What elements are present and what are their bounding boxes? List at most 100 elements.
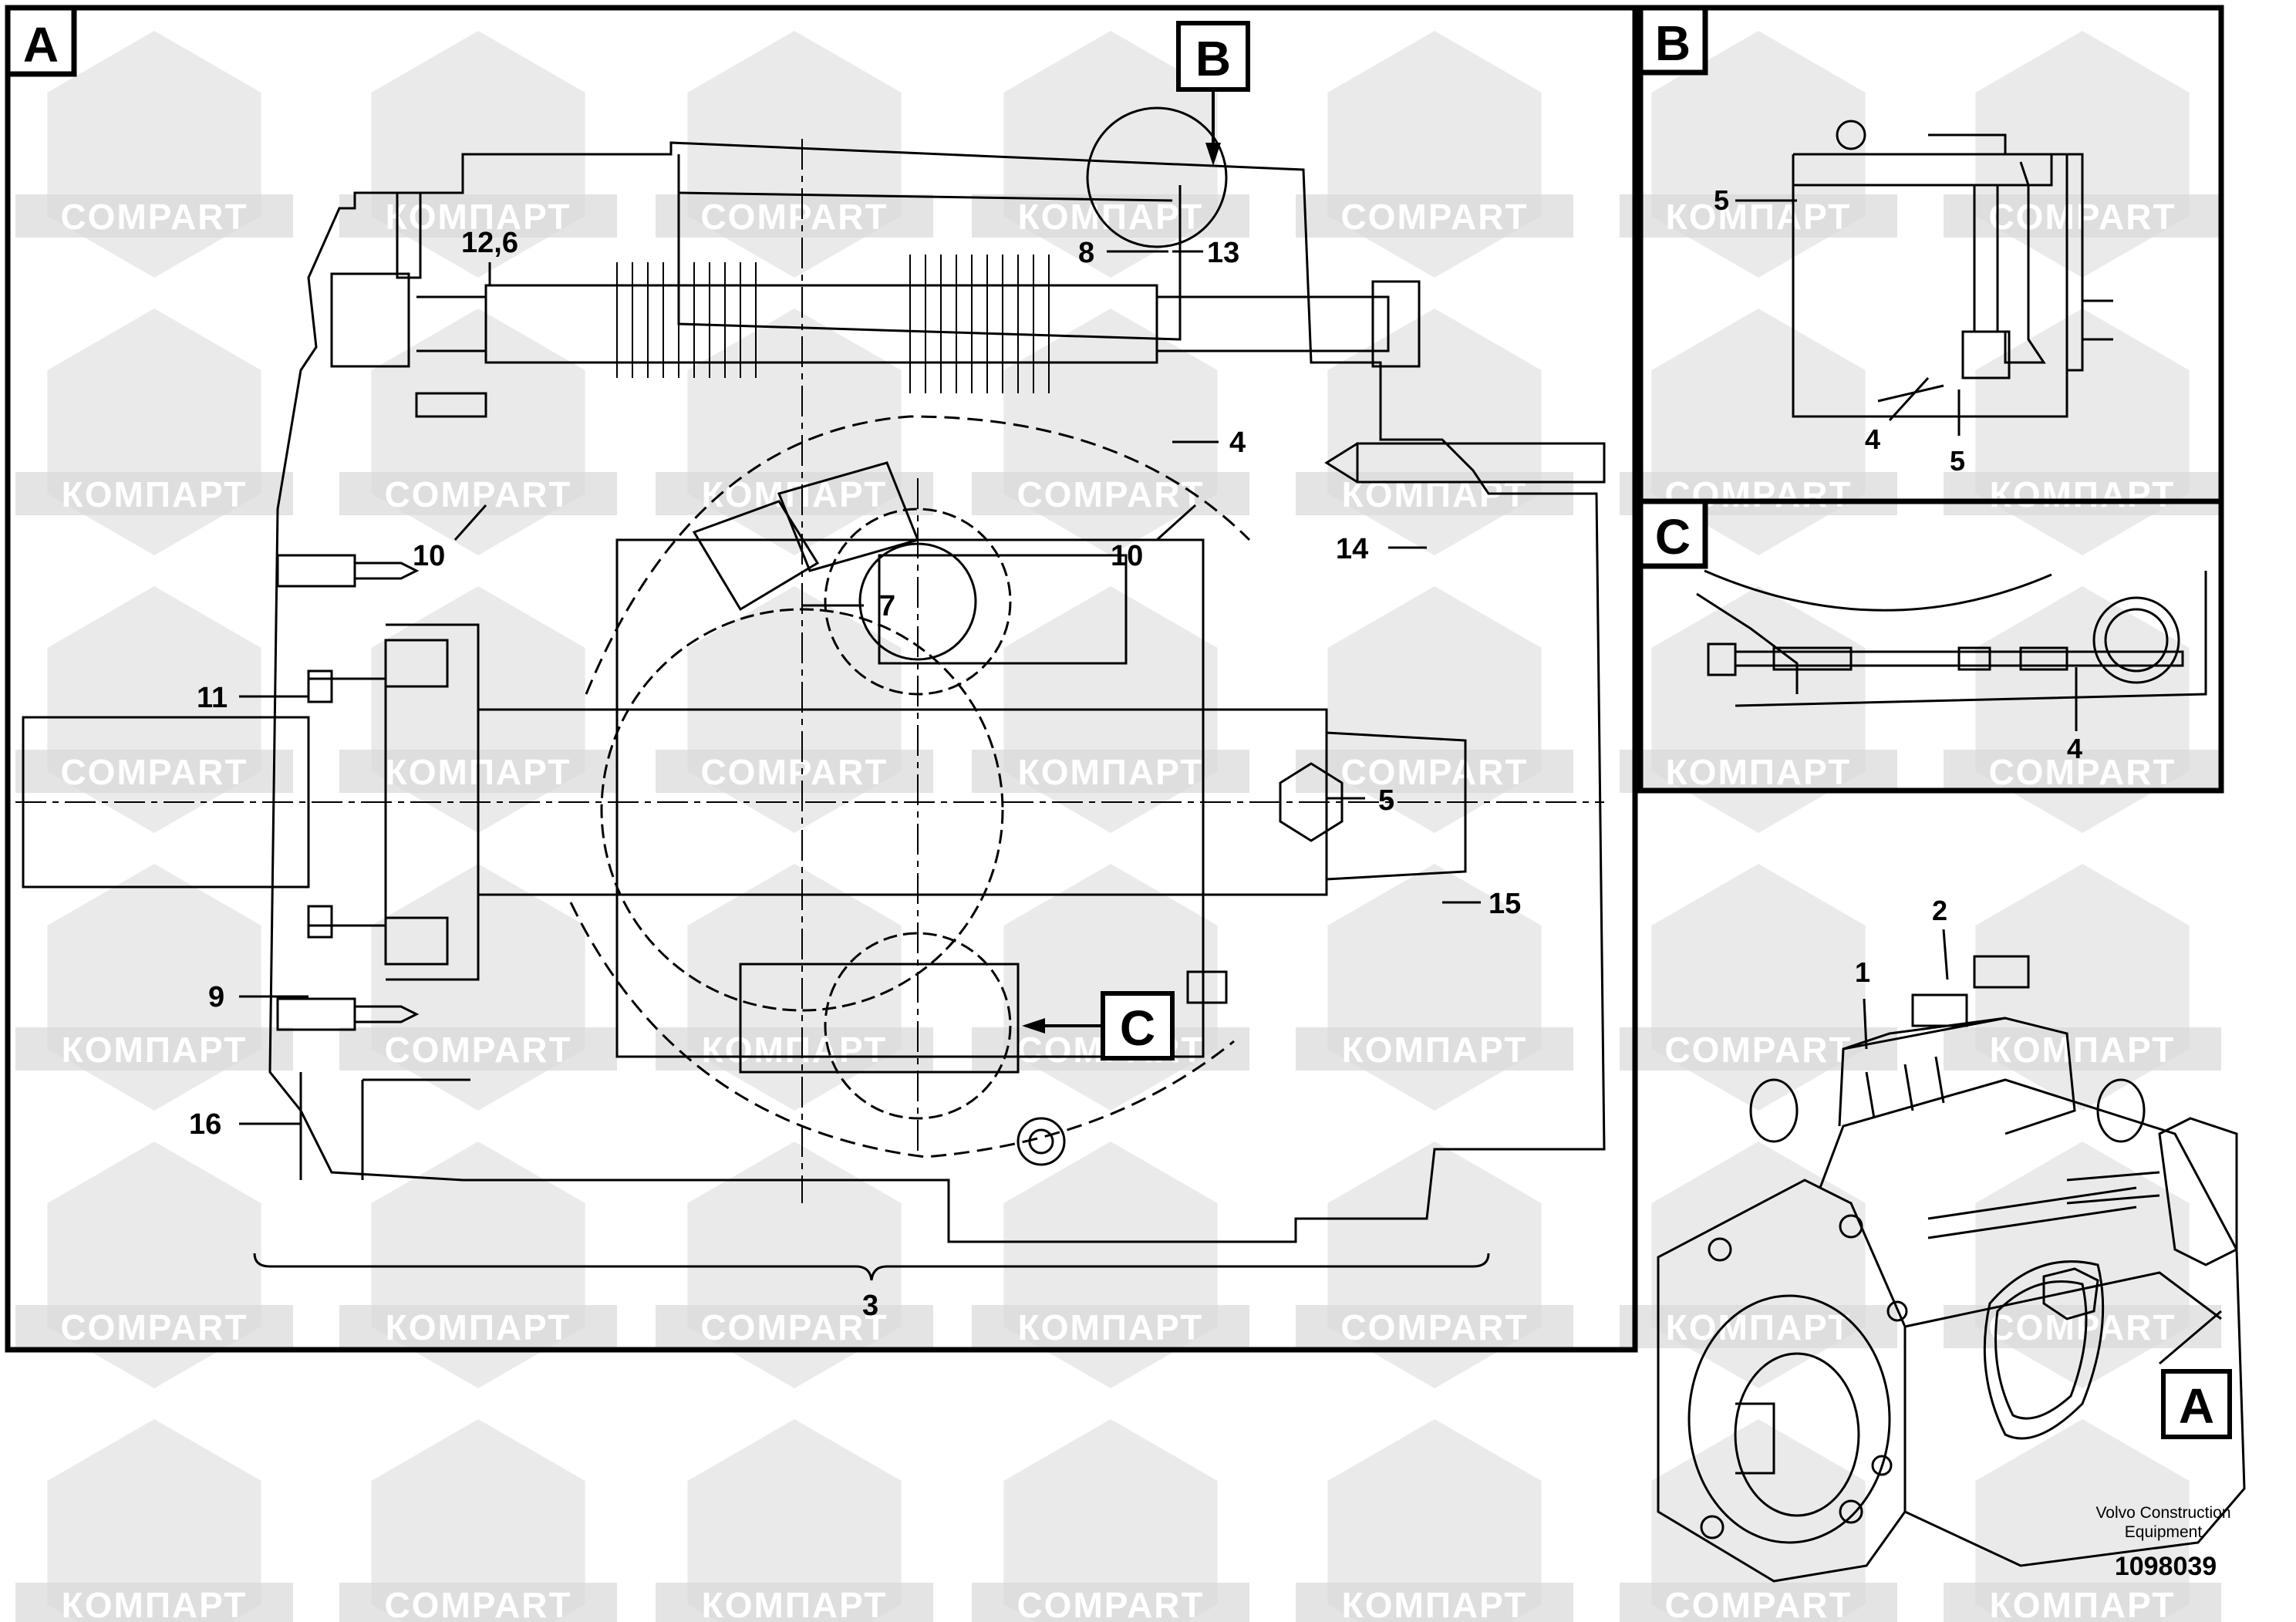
callout-10-right: 10: [1111, 540, 1143, 572]
iso-callout-2: 2: [1932, 895, 1947, 926]
detail-b-callout-4: 4: [1865, 423, 1880, 455]
watermark-text: COMPART: [1664, 1585, 1852, 1622]
watermark-band: [1296, 1027, 1573, 1071]
callout-14: 14: [1336, 533, 1368, 565]
watermark-band: [15, 1305, 293, 1348]
watermark-logo: [371, 309, 585, 555]
section-marker-b: B: [1176, 21, 1250, 166]
part-number: 1098039: [2115, 1552, 2217, 1581]
detail-b-callouts: 5 4 5: [1714, 184, 1965, 477]
watermark-text: COMPART: [384, 1585, 571, 1622]
callout-11: 11: [197, 682, 228, 714]
watermark-logo: [1975, 1419, 2190, 1622]
watermark-logo: [1003, 864, 1218, 1111]
watermark-logo: [1327, 1419, 1542, 1622]
watermark-text: COMPART: [384, 474, 571, 514]
watermark-band: [1944, 1583, 2221, 1622]
watermark-band: [656, 1305, 933, 1348]
watermark-text: КОМПАРТ: [62, 1030, 248, 1070]
watermark-band: [339, 1583, 617, 1622]
watermark-text: COMPART: [1017, 474, 1204, 514]
footer: Volvo Construction Equipment 1098039: [2095, 1504, 2230, 1581]
watermark-band: [15, 1583, 293, 1622]
watermark-text: КОМПАРТ: [386, 1307, 571, 1347]
watermark-text: COMPART: [1988, 752, 2176, 792]
watermark-band: [656, 194, 933, 238]
callout-4: 4: [1229, 427, 1246, 459]
watermark-text: КОМПАРТ: [1666, 1307, 1852, 1347]
watermark-text: КОМПАРТ: [1990, 1585, 2176, 1622]
watermark-logo: [687, 864, 902, 1111]
watermark-text: КОМПАРТ: [62, 1585, 248, 1622]
watermark-logo: [1327, 309, 1542, 555]
callout-leaders-a: [239, 250, 1490, 1281]
detail-c-callouts: 4: [2067, 733, 2082, 764]
watermark-band: [1944, 750, 2221, 793]
watermark-text: COMPART: [60, 752, 248, 792]
section-marker-c: C: [1022, 991, 1175, 1061]
detail-b-drawing: [1792, 120, 2113, 418]
watermark-band: [656, 1027, 933, 1071]
pump-isometric-view: [1657, 955, 2246, 1583]
watermark-logo: [47, 309, 261, 555]
watermark-band: [972, 1305, 1249, 1348]
callouts-a: 12,6 8 13 4 10 10 14 7 11 5 15 9 16 3: [189, 227, 1521, 1322]
callout-7: 7: [879, 590, 895, 622]
watermark-logo: [1003, 1419, 1218, 1622]
watermark-text: КОМПАРТ: [1018, 197, 1204, 237]
watermark-text: КОМПАРТ: [702, 474, 888, 514]
watermark-band: [1296, 1305, 1573, 1348]
watermark-band: [1620, 750, 1897, 793]
watermark-band: [339, 194, 617, 238]
callout-16: 16: [189, 1108, 221, 1141]
watermark-band: [1620, 1027, 1897, 1071]
watermark-logo: [47, 31, 261, 278]
watermark-band: [1620, 1583, 1897, 1622]
watermark-text: КОМПАРТ: [62, 474, 248, 514]
watermark-text: КОМПАРТ: [1990, 1030, 2176, 1070]
watermark-band: [339, 1305, 617, 1348]
watermark-band: [972, 472, 1249, 515]
panel-b-letter: B: [1655, 15, 1691, 71]
callout-5: 5: [1378, 784, 1394, 817]
panel-c-letter: C: [1655, 509, 1691, 565]
watermark-logo: [1327, 31, 1542, 278]
watermark-text: COMPART: [700, 1307, 888, 1347]
callout-12-6: 12,6: [461, 227, 518, 259]
watermark-logo: [1651, 1141, 1866, 1388]
watermark-text: COMPART: [384, 1030, 571, 1070]
center-lines: [15, 139, 1604, 1203]
watermark-text: КОМПАРТ: [1666, 752, 1852, 792]
watermark-band: [1296, 194, 1573, 238]
watermark-text: КОМПАРТ: [1990, 474, 2176, 514]
section-marker-b-label: B: [1195, 31, 1231, 86]
watermark-text: КОМПАРТ: [1342, 1030, 1528, 1070]
watermark-text: COMPART: [1340, 1307, 1528, 1347]
watermark-band: [1944, 472, 2221, 515]
watermark-logo: [1003, 309, 1218, 555]
panel-a: A: [5, 5, 1638, 1353]
watermark-logo: [687, 1419, 902, 1622]
detail-b-leaders: [1735, 199, 1961, 436]
watermark-logo: [1651, 1419, 1866, 1622]
callout-8: 8: [1078, 237, 1094, 269]
watermark-band: [972, 1583, 1249, 1622]
watermark-text: КОМПАРТ: [1018, 1307, 1204, 1347]
watermark-text: COMPART: [700, 197, 888, 237]
pump-section-drawing: [22, 106, 1606, 1243]
watermark-logo: [47, 864, 261, 1111]
watermark-band: [656, 1583, 933, 1622]
watermark-band: [339, 472, 617, 515]
panel-a-letter: A: [23, 17, 59, 73]
watermark-band: [656, 750, 933, 793]
watermark-band: [15, 472, 293, 515]
watermark-band: [1944, 1305, 2221, 1348]
section-marker-c-label: C: [1120, 1000, 1155, 1056]
watermark-logo: [371, 1419, 585, 1622]
iso-view-marker-a: A: [2161, 1369, 2232, 1439]
panel-c: C: [1637, 498, 2224, 794]
iso-leaders: [1863, 929, 2222, 1365]
iso-callout-1: 1: [1855, 956, 1870, 988]
watermark-band: [15, 194, 293, 238]
